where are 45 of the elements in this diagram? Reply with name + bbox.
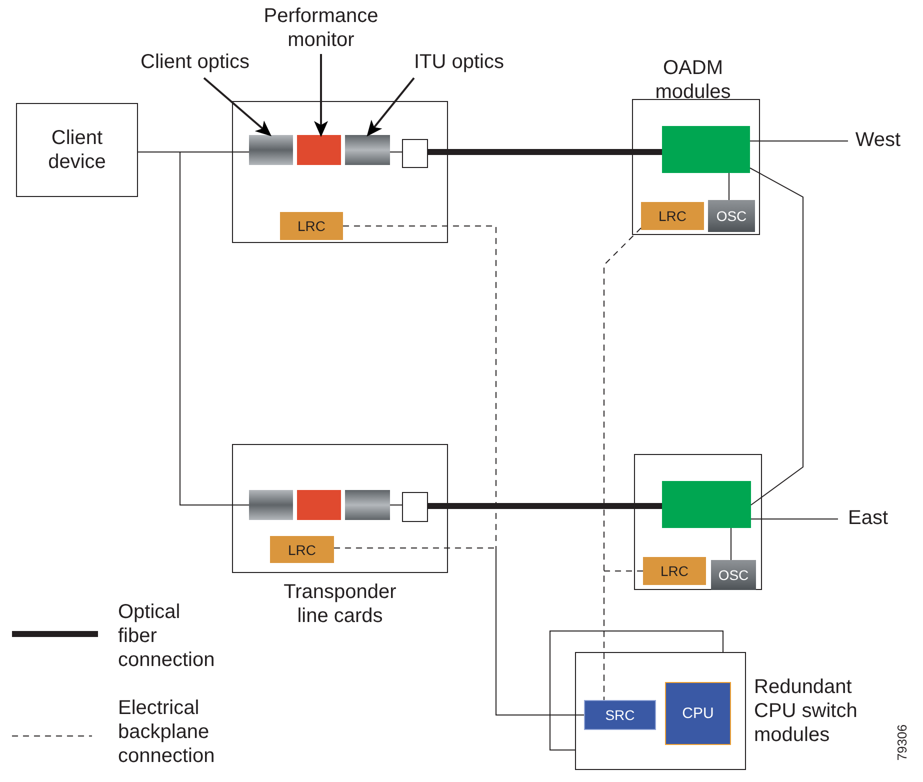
figure-number: 79306 [894,724,910,761]
callout-arrow [314,54,328,137]
legend-label: Optical fiber connection [118,600,216,672]
line-card [232,444,448,573]
fiber-connection [428,149,662,155]
lrc-module: LRC [641,202,704,230]
callout-arrow [366,77,415,137]
fiber-line [728,172,730,200]
fiber-line [730,528,732,560]
cpu-chip: CPU [665,682,731,745]
osc-module: OSC [711,560,756,590]
fiber-line [390,504,402,506]
direction-label: West [848,128,908,156]
fiber-line [750,168,804,506]
fiber-line [750,518,838,520]
fiber-line [750,140,848,142]
caption-label: Redundant CPU switch modules [754,675,858,747]
port-box [402,139,428,168]
lrc-module: LRC [270,536,334,563]
line-card [232,101,448,243]
osc-module: OSC [708,200,755,232]
callout-arrow [203,77,272,136]
legend-label: Electrical backplane connection [118,696,216,768]
oadm-card [632,99,760,235]
direction-label: East [838,506,898,534]
oadm-filter [662,126,750,173]
lrc-module: LRC [643,557,706,585]
monitor-module [297,490,341,520]
src-module: SRC [584,700,656,730]
optics-module [249,135,293,165]
fiber-connection [428,503,662,509]
optics-module [345,135,390,165]
callout-label: ITU optics [403,50,515,78]
oadm-filter [662,481,751,528]
device-box: Client device [16,103,138,197]
port-box [402,492,428,522]
backplane-connection [342,226,584,716]
caption-label: Transponder line cards [282,580,398,628]
optics-module [345,490,390,520]
caption-label: OADM modules [654,56,732,104]
switch-card [575,652,746,770]
monitor-module [297,135,341,165]
oadm-card [634,454,762,590]
optics-module [249,490,293,520]
lrc-module: LRC [280,212,343,240]
